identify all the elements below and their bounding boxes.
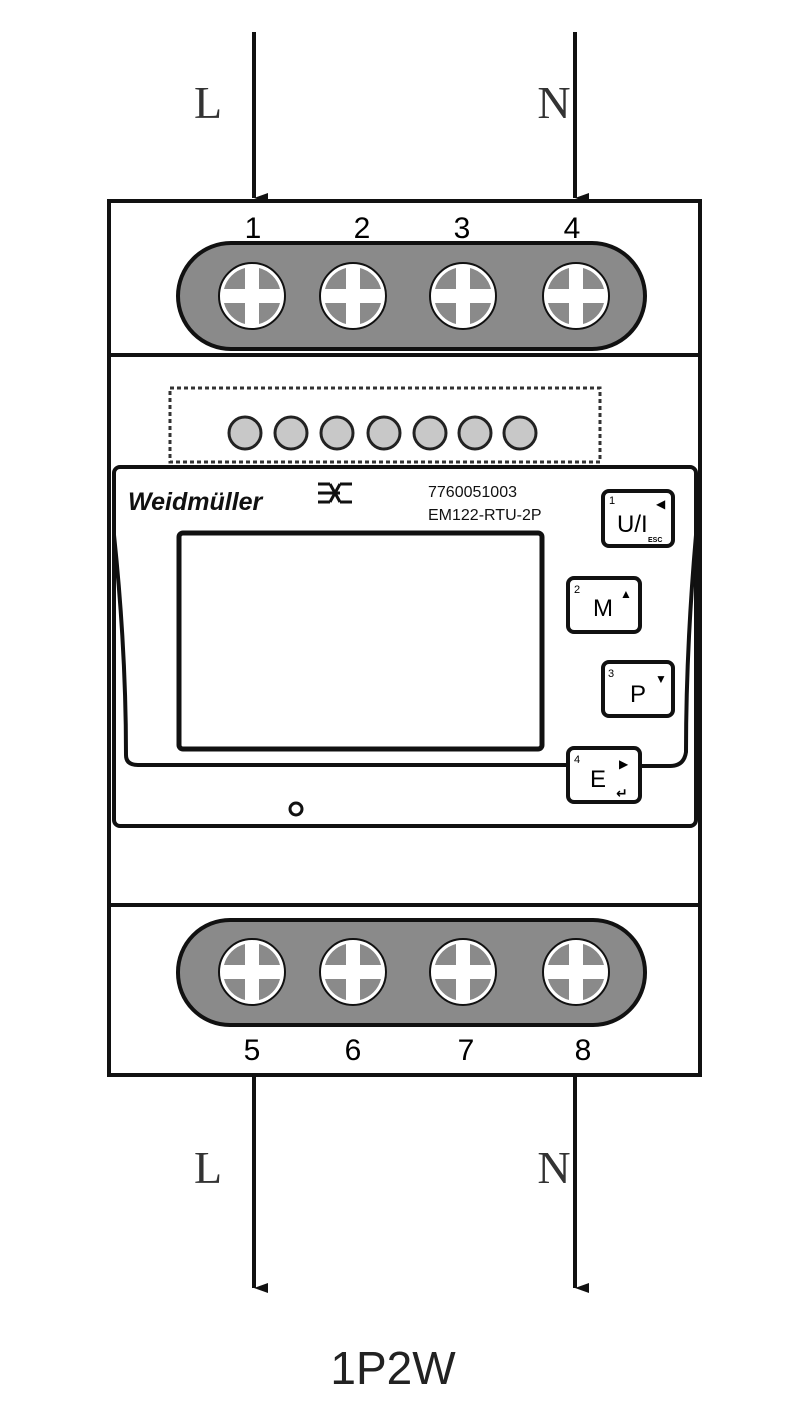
brand-logo-icon xyxy=(318,482,352,504)
model-name: EM122-RTU-2P xyxy=(428,507,542,524)
top-wires: L N xyxy=(194,32,589,203)
terminal-number: 7 xyxy=(458,1034,475,1067)
button-e[interactable]: 4 E ▶ ↵ xyxy=(566,746,642,804)
screw-icon xyxy=(429,262,497,330)
led-indicator xyxy=(366,415,402,451)
arrow-left-icon: ◀ xyxy=(656,497,666,511)
button-p[interactable]: 3 P ▼ xyxy=(601,660,675,718)
bottom-wires: L N xyxy=(194,1075,589,1293)
arrow-up-icon: ▲ xyxy=(620,587,632,601)
screw-icon xyxy=(542,938,610,1006)
arrow-right-icon: ▶ xyxy=(619,757,629,771)
terminal-number: 4 xyxy=(564,212,581,245)
wiring-caption: 1P2W xyxy=(330,1342,456,1394)
top-right-label: N xyxy=(537,77,570,128)
terminal-number: 5 xyxy=(244,1034,261,1067)
terminal-number: 3 xyxy=(454,212,471,245)
screw-icon xyxy=(218,938,286,1006)
button-label: M xyxy=(593,595,613,622)
brand-logo: Weidmüller xyxy=(128,488,264,516)
button-m[interactable]: 2 M ▲ xyxy=(566,576,642,634)
button-label: P xyxy=(630,681,646,708)
bottom-terminal-block: 5 6 7 8 xyxy=(176,918,647,1067)
front-panel: Weidmüller 7760051003 EM122-RTU-2P xyxy=(112,465,698,828)
button-label: E xyxy=(590,766,606,793)
arrow-down-icon: ▼ xyxy=(655,672,667,686)
button-number: 1 xyxy=(609,495,615,507)
led-panel xyxy=(168,386,602,464)
terminal-strip xyxy=(176,241,647,351)
button-number: 2 xyxy=(574,584,580,596)
enter-icon: ↵ xyxy=(616,785,628,801)
button-sublabel: ESC xyxy=(648,537,662,544)
reset-hole xyxy=(288,801,304,817)
led-indicator xyxy=(412,415,448,451)
led-indicator xyxy=(319,415,355,451)
screw-icon xyxy=(218,262,286,330)
button-label: U/I xyxy=(617,511,648,538)
terminal-number: 6 xyxy=(345,1034,362,1067)
button-number: 3 xyxy=(608,668,614,680)
screw-icon xyxy=(319,262,387,330)
bottom-right-label: N xyxy=(537,1142,570,1193)
bottom-left-label: L xyxy=(194,1142,222,1193)
screw-icon xyxy=(319,938,387,1006)
top-terminal-block: 1 2 3 4 xyxy=(176,212,647,351)
screw-icon xyxy=(542,262,610,330)
led-indicator xyxy=(457,415,493,451)
led-indicator xyxy=(227,415,263,451)
top-left-label: L xyxy=(194,77,222,128)
screw-icon xyxy=(429,938,497,1006)
led-indicator xyxy=(502,415,538,451)
button-number: 4 xyxy=(574,754,580,766)
terminal-number: 2 xyxy=(354,212,371,245)
article-number: 7760051003 xyxy=(428,484,517,501)
terminal-number: 1 xyxy=(245,212,262,245)
lcd-display xyxy=(176,530,545,752)
button-u-i[interactable]: 1 U/I ◀ ESC xyxy=(601,489,675,548)
led-indicator xyxy=(273,415,309,451)
terminal-number: 8 xyxy=(575,1034,592,1067)
terminal-strip xyxy=(176,918,647,1027)
